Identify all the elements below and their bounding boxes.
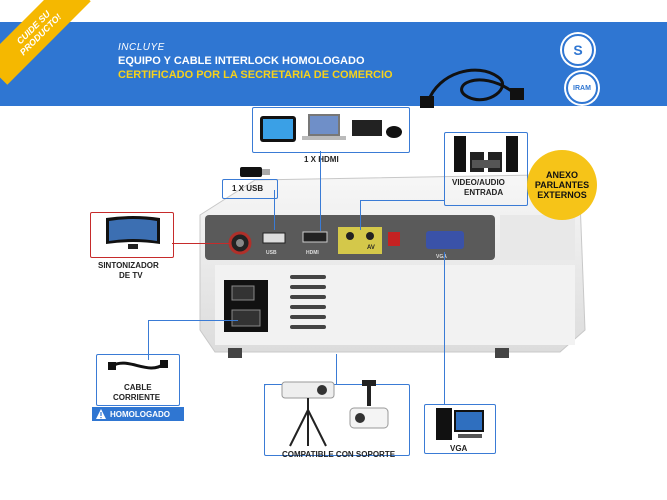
projector-mount-icon xyxy=(281,381,335,447)
homologado-badge: HOMOLOGADO xyxy=(92,407,184,421)
anexo-line3: EXTERNOS xyxy=(537,190,587,200)
av-connector-line xyxy=(360,200,361,230)
soporte-label: COMPATIBLE CON SOPORTE xyxy=(282,450,396,459)
soporte-connector-line xyxy=(336,354,337,384)
video-audio-label-2: ENTRADA xyxy=(464,188,504,197)
banner-line1: EQUIPO Y CABLE INTERLOCK HOMOLOGADO xyxy=(118,55,365,67)
laptop-icon xyxy=(302,114,346,140)
speakers-box xyxy=(444,132,528,206)
power-cord-icon xyxy=(108,360,168,370)
anexo-line2: PARLANTES xyxy=(534,180,590,190)
vga-box xyxy=(424,404,496,454)
anexo-line1: ANEXO xyxy=(545,170,578,180)
ceiling-mount-icon xyxy=(349,380,389,429)
tv-label-1: SINTONIZADOR xyxy=(98,261,159,270)
tv-label-2: DE TV xyxy=(119,271,143,280)
usb-stick-icon xyxy=(240,167,270,177)
cable-label-1: CABLE xyxy=(124,383,152,392)
vga-connector-line xyxy=(444,252,445,404)
port-hdmi-label: HDMI xyxy=(306,250,319,256)
tv-icon xyxy=(106,216,160,249)
video-audio-label-1: VIDEO/AUDIO xyxy=(452,178,505,187)
cable-label-2: CORRIENTE xyxy=(113,393,161,402)
power-cable-box xyxy=(96,354,180,406)
tablet-icon xyxy=(260,116,296,142)
seal-s-icon: S xyxy=(562,34,594,66)
banner-line2: CERTIFICADO POR LA SECRETARIA DE COMERCI… xyxy=(118,69,393,81)
speakers-icon xyxy=(454,136,518,172)
hdmi-label: 1 X HDMI xyxy=(304,155,339,164)
hdmi-connector-line xyxy=(320,151,321,231)
banner-text: INCLUYE EQUIPO Y CABLE INTERLOCK HOMOLOG… xyxy=(118,42,393,81)
port-av-label: AV xyxy=(367,245,375,251)
tv-connector-line xyxy=(172,243,230,244)
seal-iram-icon: IRAM xyxy=(566,72,598,104)
soporte-box xyxy=(264,384,410,456)
vga-label: VGA xyxy=(450,444,468,453)
usb-label-box xyxy=(222,179,278,199)
power-cable-icon xyxy=(420,68,524,108)
hdmi-devices-box xyxy=(252,107,410,153)
console-icon xyxy=(352,120,402,138)
power-connector-line-h xyxy=(148,320,238,321)
anexo-bubble: ANEXO PARLANTES EXTERNOS xyxy=(527,150,597,220)
warning-icon xyxy=(96,409,106,419)
usb-connector-line xyxy=(274,190,275,230)
header-banner: INCLUYE EQUIPO Y CABLE INTERLOCK HOMOLOG… xyxy=(0,22,667,108)
computer-icon xyxy=(436,408,484,440)
banner-incluye: INCLUYE xyxy=(118,42,165,53)
homologado-label: HOMOLOGADO xyxy=(110,409,170,419)
power-connector-line-v xyxy=(148,320,149,360)
port-usb-label: USB xyxy=(266,250,277,256)
usb-label: 1 X USB xyxy=(232,184,264,193)
port-vga-label: VGA xyxy=(436,254,447,260)
av-connector-line-h xyxy=(360,200,444,201)
tv-box xyxy=(90,212,174,258)
